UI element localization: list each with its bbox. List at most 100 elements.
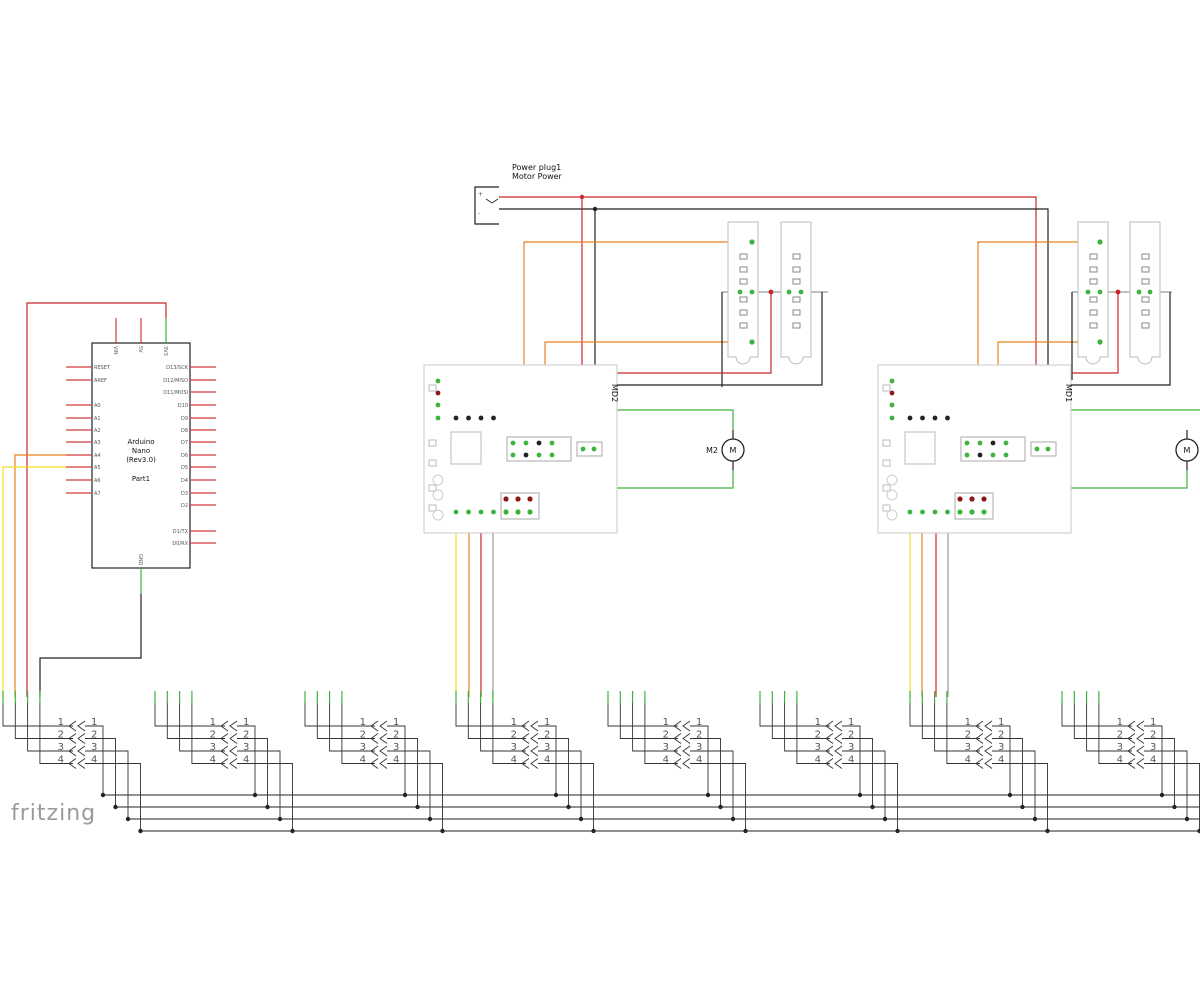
junction-dot: [907, 415, 913, 421]
arduino-gnd-label: GND: [137, 554, 143, 566]
connector-chevron: [220, 720, 229, 732]
wire: [499, 208, 1049, 385]
arduino-right-pin-label: D11/MOSI: [163, 390, 188, 396]
junction-dot: [523, 452, 529, 458]
connector-pin-number: 4: [663, 755, 669, 766]
connector-trace: [467, 703, 526, 739]
junction-dot: [591, 828, 596, 834]
mounting-hole: [886, 489, 898, 501]
junction-dot: [932, 415, 938, 421]
wire: [39, 594, 142, 697]
connector-pin-number: 2: [663, 730, 669, 741]
wire: [14, 454, 66, 697]
connector-chevron: [521, 733, 530, 744]
junction-dot: [290, 828, 295, 834]
connector-chevron: [370, 733, 379, 744]
smd-part: [428, 384, 437, 392]
connector-trace: [480, 703, 526, 752]
junction-dot: [1097, 239, 1103, 245]
resistor: [792, 296, 801, 303]
motor-m1[interactable]: M: [1175, 430, 1199, 470]
junction-dot: [920, 415, 925, 421]
junction-dot: [889, 378, 895, 384]
connector-pin-number: 2: [511, 730, 517, 741]
connector-pin-number: 4: [965, 755, 971, 766]
connector-chevron: [682, 720, 691, 732]
connector-pin-number: 1: [243, 717, 249, 728]
bus-drop: [1144, 763, 1200, 831]
junction-dot: [749, 239, 755, 245]
connector-chevron: [1127, 745, 1136, 757]
connector-pin-number: 2: [848, 730, 854, 741]
junction-dot: [990, 452, 996, 458]
connector-pin-number: 4: [393, 755, 399, 766]
smd-part: [882, 384, 891, 392]
arduino-right-pin-label: D6: [181, 453, 188, 459]
resistor: [792, 253, 801, 260]
resistor: [1141, 253, 1150, 260]
junction-dot: [138, 828, 143, 834]
bus-drop: [1144, 725, 1163, 795]
connector-trace: [341, 703, 375, 764]
junction-dot: [768, 289, 774, 295]
connector-trace: [921, 703, 980, 739]
smd-part: [882, 459, 891, 467]
plug-plus-mark: +: [478, 191, 483, 198]
connector-chevron: [379, 745, 388, 757]
resistor: [739, 278, 748, 285]
connector-chevron: [77, 758, 86, 769]
bus-drop: [85, 738, 116, 807]
arduino-right-pin-label: D8: [181, 428, 188, 434]
junction-dot: [510, 452, 516, 458]
junction-dot: [402, 792, 408, 798]
connector-chevron: [220, 758, 229, 769]
mounting-hole: [886, 474, 898, 486]
connector-trace: [1073, 703, 1132, 739]
connector-chevron: [530, 745, 539, 757]
arduino-right-pin-label: D13/SCK: [166, 365, 189, 371]
power-plug[interactable]: + - Power plug1 Motor Power: [474, 163, 563, 225]
arduino-nano-part[interactable]: RESETAREFA0A1A2A3A4A5A6A7D13/SCKD12/MISO…: [66, 318, 216, 594]
connector-pin-number: 3: [58, 742, 64, 753]
arduino-left-pin-label: A7: [94, 491, 101, 497]
junction-dot: [1159, 792, 1165, 798]
connector-chevron: [68, 733, 77, 744]
junction-dot: [1184, 816, 1190, 822]
connector-pin-number: 3: [243, 742, 249, 753]
junction-dot: [889, 402, 895, 408]
power-plug-name: Power plug1: [512, 163, 561, 172]
resistor: [1089, 309, 1098, 316]
bus-drop: [842, 763, 898, 831]
bus-drop: [690, 725, 709, 795]
connector-pin-number: 3: [965, 742, 971, 753]
connector-trace: [1086, 703, 1132, 752]
connector-trace: [1098, 703, 1132, 764]
motor-m2[interactable]: M M2: [706, 430, 745, 470]
junction-dot: [1034, 446, 1040, 452]
arduino-right-pin-label: D9: [181, 416, 188, 422]
arduino-right-pin-label: D3: [181, 491, 188, 497]
connector-chevron: [530, 733, 539, 744]
connector-pin-number: 2: [58, 730, 64, 741]
connector-chevron: [673, 733, 682, 744]
junction-dot: [749, 289, 755, 295]
arduino-right-pin-label: D1/TX: [173, 529, 189, 535]
bus-drop: [237, 750, 281, 819]
connector-pin-number: 4: [696, 755, 702, 766]
resistor: [1089, 266, 1098, 273]
mounting-hole: [432, 489, 444, 501]
connector-trace: [304, 703, 375, 727]
arduino-part-label: Part1: [132, 475, 150, 483]
resistor: [1089, 322, 1098, 329]
resistor-strip: [727, 221, 759, 365]
smd-part: [428, 484, 437, 492]
connector-chevron: [68, 745, 77, 757]
junction-dot: [1085, 289, 1091, 295]
junction-dot: [113, 804, 118, 810]
connector-chevron: [834, 758, 843, 769]
bus-drop: [237, 738, 268, 807]
connector-chevron: [682, 745, 691, 757]
junction-dot: [427, 816, 433, 822]
motor-m2-label: M2: [706, 446, 718, 455]
connector-pin-number: 4: [91, 755, 97, 766]
